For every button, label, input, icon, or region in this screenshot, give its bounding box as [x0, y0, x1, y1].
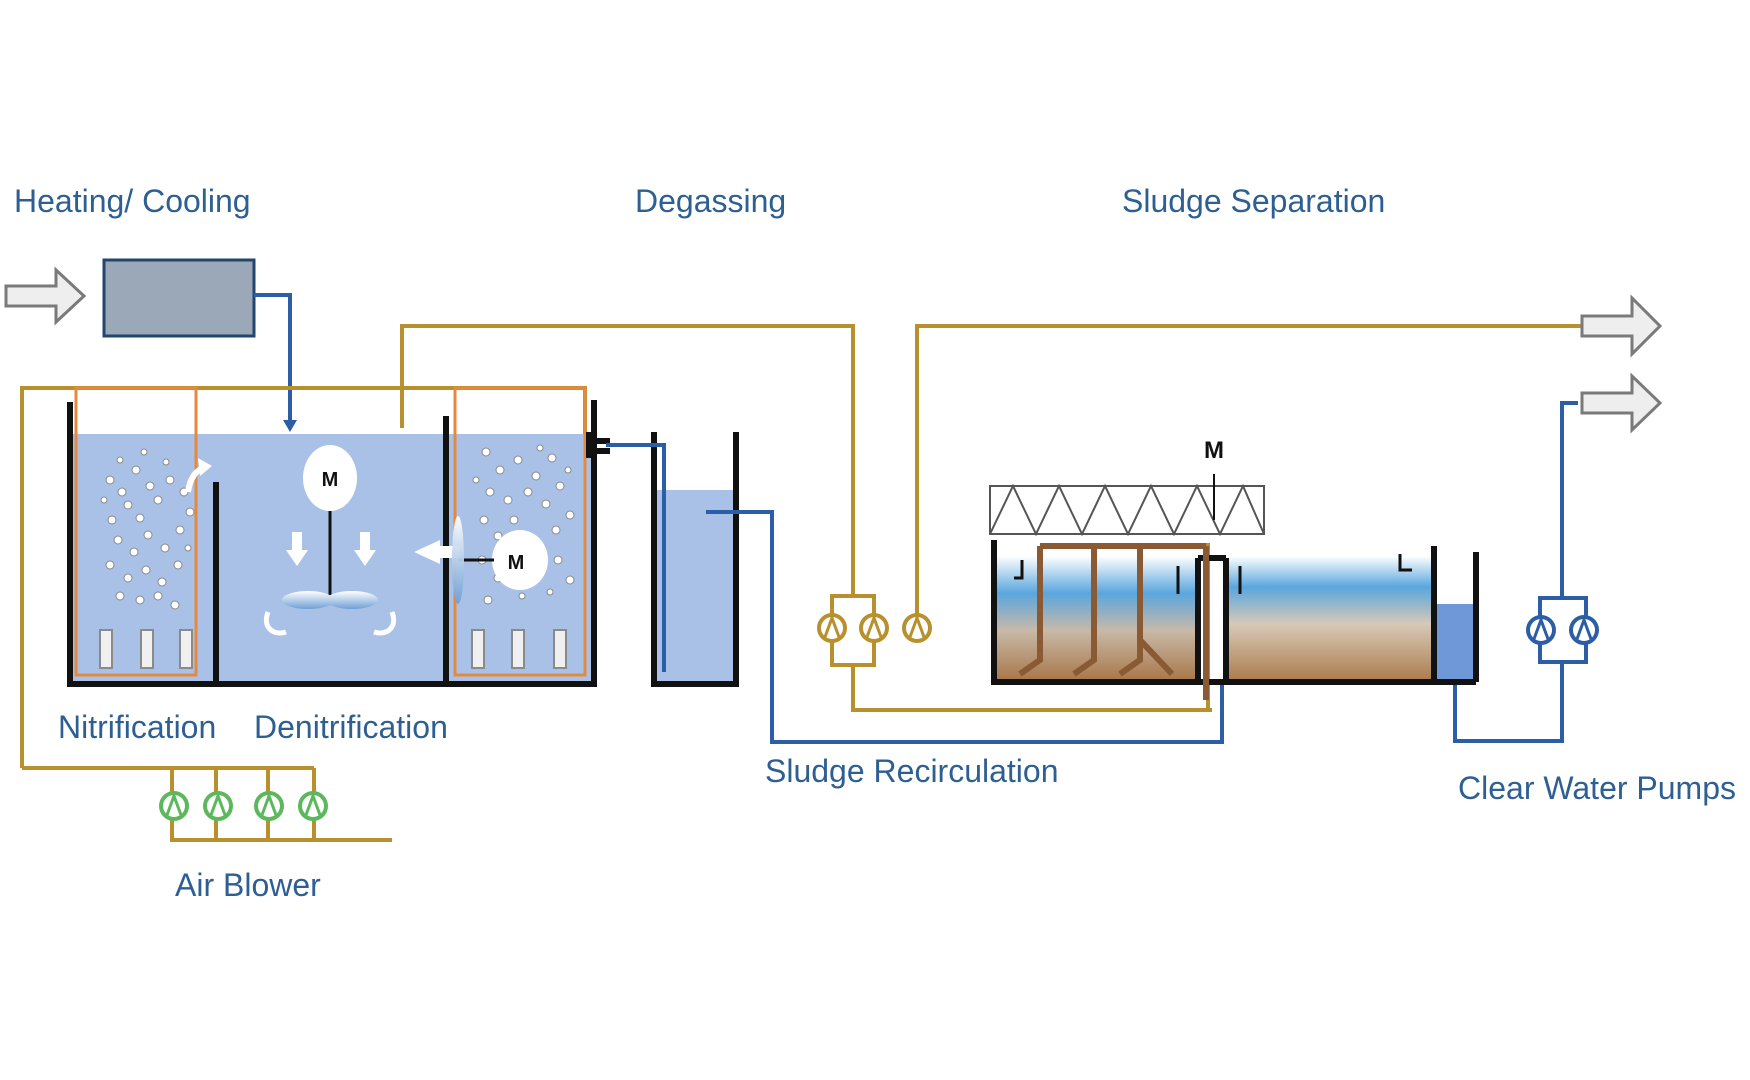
sludge-scraper: [1018, 543, 1209, 700]
outlet-arrow-icon: [1580, 294, 1663, 434]
diffuser-icon: [99, 629, 567, 669]
pump-icon: [1526, 596, 1599, 664]
motor-icon: M: [322, 469, 339, 491]
heating-cooling-label: Heating/ Cooling: [14, 183, 251, 219]
inlet-arrow-icon: [4, 266, 87, 326]
degassing-label: Degassing: [635, 183, 786, 219]
heat-exchanger: [102, 258, 256, 338]
mixer-propeller-icon: [264, 445, 460, 636]
sludge-separation-label: Sludge Separation: [1122, 183, 1385, 219]
feed-arrowhead: [283, 420, 297, 432]
motor-icon: M: [1204, 437, 1224, 464]
clarifier-tank: [991, 540, 1479, 700]
side-mixer: [452, 516, 548, 604]
water-piping: [606, 401, 1578, 744]
denitrification-label: Denitrification: [254, 709, 448, 745]
heat-exchanger-feed-line: [254, 293, 292, 426]
flow-arrowhead: [198, 458, 212, 476]
degassing-tank: [651, 432, 739, 687]
diffuser-frame-left: [74, 386, 198, 677]
air-bubbles-icon: [100, 444, 575, 610]
blower-icon: [159, 791, 328, 821]
pump-icon: [817, 594, 932, 667]
motor-icon: M: [508, 552, 525, 574]
air-blower-label: Air Blower: [175, 867, 321, 903]
sludge-recirculation-label: Sludge Recirculation: [765, 753, 1059, 789]
tank-outlet-fitting: [586, 432, 610, 458]
bridge-truss-icon: [989, 474, 1265, 537]
nitrification-label: Nitrification: [58, 709, 216, 745]
clear-water-pumps-label: Clear Water Pumps: [1458, 770, 1736, 806]
